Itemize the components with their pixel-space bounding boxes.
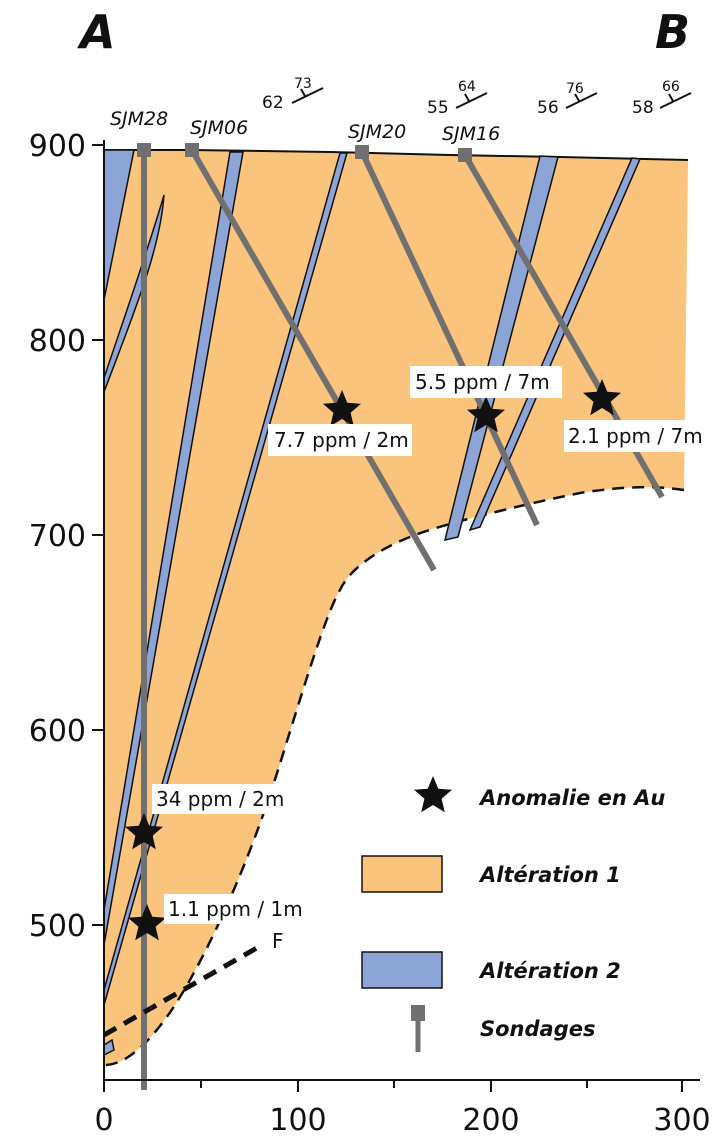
- assay-label: 34 ppm / 2m: [156, 787, 284, 811]
- gold-anomaly-star: [583, 379, 621, 416]
- legend-drillhole-collar: [411, 1005, 425, 1021]
- strike-value: 76: [566, 81, 584, 97]
- legend-alteration-2-label: Altération 2: [478, 959, 621, 983]
- gold-anomaly-star: [125, 813, 163, 850]
- y-tick-label: 600: [29, 714, 86, 749]
- drillhole-label: SJM16: [442, 123, 500, 145]
- legend-anomaly-label: Anomalie en Au: [478, 786, 665, 810]
- strike-dip-symbol: [455, 92, 488, 109]
- legend-drillholes-label: Sondages: [480, 1017, 595, 1041]
- strike-dip-symbol: [291, 87, 324, 104]
- legend-alteration-1-label: Altération 1: [478, 863, 621, 887]
- legend: Anomalie en Au Altération 1 Altération 2…: [361, 776, 665, 1052]
- y-tick-label: 900: [29, 129, 86, 164]
- alteration-2-band: [103, 194, 165, 393]
- x-tick-label: 300: [653, 1103, 710, 1138]
- dip-value: 56: [537, 98, 559, 118]
- strike-dip-symbol: [668, 93, 674, 102]
- x-tick-label: 0: [94, 1103, 113, 1138]
- assay-label: 5.5 ppm / 7m: [415, 370, 550, 394]
- assay-label-box: [164, 894, 314, 924]
- legend-alteration-2-swatch: [361, 951, 443, 989]
- corner-label-b: B: [655, 5, 690, 59]
- y-tick-label: 800: [29, 324, 86, 359]
- gold-anomalies: [125, 379, 621, 941]
- drillhole-sjm06-collar: [185, 143, 199, 157]
- corner-label-a: A: [77, 5, 116, 59]
- alteration-lower-boundary: [103, 485, 685, 1067]
- legend-alteration-1-swatch: [361, 855, 443, 893]
- strike-value: 64: [458, 79, 476, 95]
- dip-symbols: [291, 87, 692, 109]
- strike-dip-symbol: [565, 92, 598, 109]
- fault-line: [102, 942, 264, 1038]
- strike-value: 73: [294, 76, 312, 92]
- strike-dip-symbol: [300, 88, 306, 97]
- assay-label-box: [410, 366, 562, 398]
- drillhole-sjm20-collar: [355, 145, 369, 159]
- assay-label: 1.1 ppm / 1m: [168, 897, 303, 921]
- topographic-surface: [104, 149, 689, 161]
- x-axis: [103, 1079, 700, 1092]
- assay-label: 7.7 ppm / 2m: [274, 428, 409, 452]
- alteration-2-band: [468, 157, 642, 532]
- drillhole-sjm20-trace: [359, 150, 540, 527]
- drillhole-label: SJM20: [348, 121, 406, 143]
- y-tick-label: 700: [29, 519, 86, 554]
- gold-anomaly-star: [128, 904, 166, 941]
- gold-anomaly-star: [467, 396, 505, 433]
- dip-value: 58: [632, 98, 654, 118]
- assay-label-box: [152, 784, 276, 814]
- dip-value: 55: [427, 98, 449, 118]
- alteration-1-zone: [104, 150, 688, 1065]
- assay-label-box: [564, 420, 714, 452]
- legend-star-symbol: [414, 776, 452, 813]
- fault-label: F: [272, 929, 284, 953]
- y-axis: [92, 140, 105, 1080]
- strike-dip-symbol: [574, 93, 580, 102]
- drillhole-sjm06-trace: [189, 148, 437, 572]
- assay-labels: 7.7 ppm / 2m 5.5 ppm / 7m 2.1 ppm / 7m 3…: [152, 366, 714, 924]
- assay-label: 2.1 ppm / 7m: [568, 424, 703, 448]
- drillhole-sjm16-collar: [458, 148, 472, 162]
- assay-label-box: [268, 424, 412, 456]
- x-tick-label: 200: [462, 1103, 519, 1138]
- strike-dip-symbol: [659, 92, 692, 109]
- dip-value: 62: [262, 93, 284, 113]
- y-tick-label: 500: [29, 909, 86, 944]
- drillhole-sjm28-collar: [137, 143, 151, 157]
- x-tick-label: 100: [269, 1103, 326, 1138]
- drillhole-label: SJM06: [190, 117, 248, 139]
- strike-value: 66: [662, 79, 680, 95]
- strike-dip-symbol: [464, 93, 470, 102]
- drillhole-label: SJM28: [110, 108, 168, 130]
- gold-anomaly-star: [323, 390, 361, 427]
